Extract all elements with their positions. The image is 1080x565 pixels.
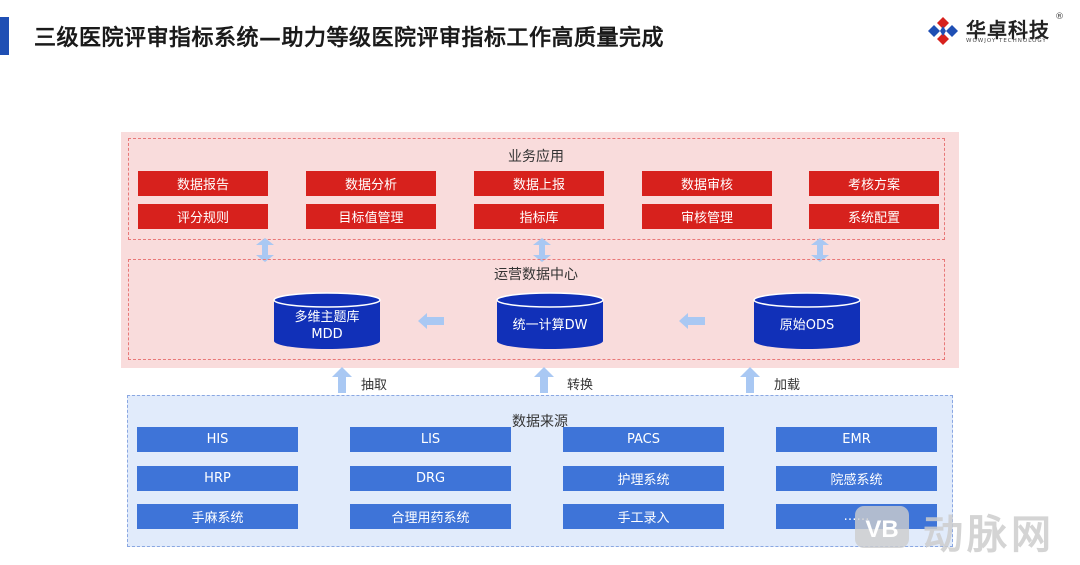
bidirectional-arrow-icon <box>256 238 274 262</box>
source-pacs[interactable]: PACS <box>563 427 724 452</box>
module-assessment-plan[interactable]: 考核方案 <box>809 171 939 196</box>
source-emr[interactable]: EMR <box>776 427 937 452</box>
business-application-box <box>128 138 945 240</box>
svg-text:VB: VB <box>865 516 898 543</box>
flow-label-extract: 抽取 <box>361 378 388 393</box>
title-accent-bar <box>0 17 9 55</box>
flow-left-arrow-icon <box>679 313 705 329</box>
ops-data-center-box <box>128 259 945 360</box>
database-mdd-line2: MDD <box>311 327 343 342</box>
up-arrow-icon <box>332 367 352 393</box>
page-title: 三级医院评审指标系统—助力等级医院评审指标工作高质量完成 <box>34 26 665 51</box>
bidirectional-arrow-icon <box>811 238 829 262</box>
ops-title: 运营数据中心 <box>494 267 578 283</box>
source-infection-system[interactable]: 院感系统 <box>776 466 937 491</box>
watermark-vb-logo-icon: VB <box>855 506 909 548</box>
watermark-text: 动脉网 <box>923 512 1055 558</box>
source-hrp[interactable]: HRP <box>137 466 298 491</box>
module-data-review[interactable]: 数据审核 <box>642 171 772 196</box>
source-drg[interactable]: DRG <box>350 466 511 491</box>
source-lis[interactable]: LIS <box>350 427 511 452</box>
module-system-config[interactable]: 系统配置 <box>809 204 939 229</box>
module-scoring-rules[interactable]: 评分规则 <box>138 204 268 229</box>
source-rational-drug-system[interactable]: 合理用药系统 <box>350 504 511 529</box>
module-target-management[interactable]: 目标值管理 <box>306 204 436 229</box>
bidirectional-arrow-icon <box>533 238 551 262</box>
database-mdd[interactable]: 多维主题库 MDD <box>273 292 381 350</box>
source-his[interactable]: HIS <box>137 427 298 452</box>
logo-registered-mark: ® <box>1055 12 1064 22</box>
database-cylinder-icon <box>273 292 381 349</box>
business-title: 业务应用 <box>508 149 564 165</box>
watermark: VB 动脉网 <box>853 500 1073 558</box>
module-review-management[interactable]: 审核管理 <box>642 204 772 229</box>
database-cylinder-icon <box>753 292 861 349</box>
flow-label-transform: 转换 <box>567 378 594 393</box>
module-data-report[interactable]: 数据报告 <box>138 171 268 196</box>
database-cylinder-icon <box>496 292 604 349</box>
module-data-submit[interactable]: 数据上报 <box>474 171 604 196</box>
source-anesthesia-system[interactable]: 手麻系统 <box>137 504 298 529</box>
database-mdd-line1: 多维主题库 <box>294 310 360 325</box>
up-arrow-icon <box>740 367 760 393</box>
up-arrow-icon <box>534 367 554 393</box>
module-data-analysis[interactable]: 数据分析 <box>306 171 436 196</box>
database-ods[interactable]: 原始ODS <box>753 292 861 350</box>
database-dw[interactable]: 统一计算DW <box>496 292 604 350</box>
flow-left-arrow-icon <box>418 313 444 329</box>
database-ods-label: 原始ODS <box>779 318 835 333</box>
database-dw-label: 统一计算DW <box>512 318 588 333</box>
logo-subtitle: WOWJOY TECHNOLOGY <box>966 38 1047 44</box>
logo-name: 华卓科技 <box>966 18 1050 42</box>
source-manual-entry[interactable]: 手工录入 <box>563 504 724 529</box>
source-nursing-system[interactable]: 护理系统 <box>563 466 724 491</box>
module-indicator-library[interactable]: 指标库 <box>474 204 604 229</box>
company-logo: 华卓科技 ® WOWJOY TECHNOLOGY <box>925 12 1065 48</box>
logo-diamond-icon <box>928 17 958 45</box>
data-sources-title: 数据来源 <box>512 414 568 430</box>
flow-label-load: 加载 <box>774 378 801 393</box>
